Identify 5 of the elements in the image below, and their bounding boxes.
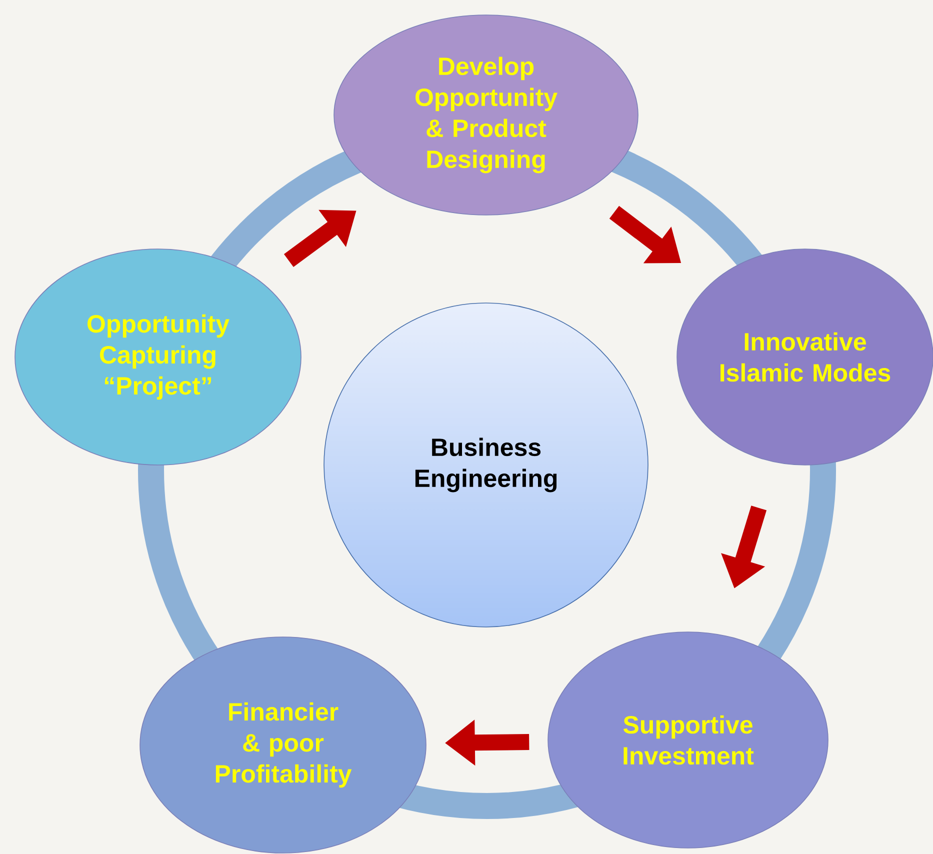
ellipse-node: Financier & poor Profitability [140,636,426,854]
ellipse-node: Supportive Investment [548,632,828,848]
ellipse-node: Innovative Islamic Modes [676,248,933,466]
ellipse-node: Opportunity Capturing “Project” [14,248,302,466]
ellipse-node: Develop Opportunity & Product Designing [334,14,638,216]
